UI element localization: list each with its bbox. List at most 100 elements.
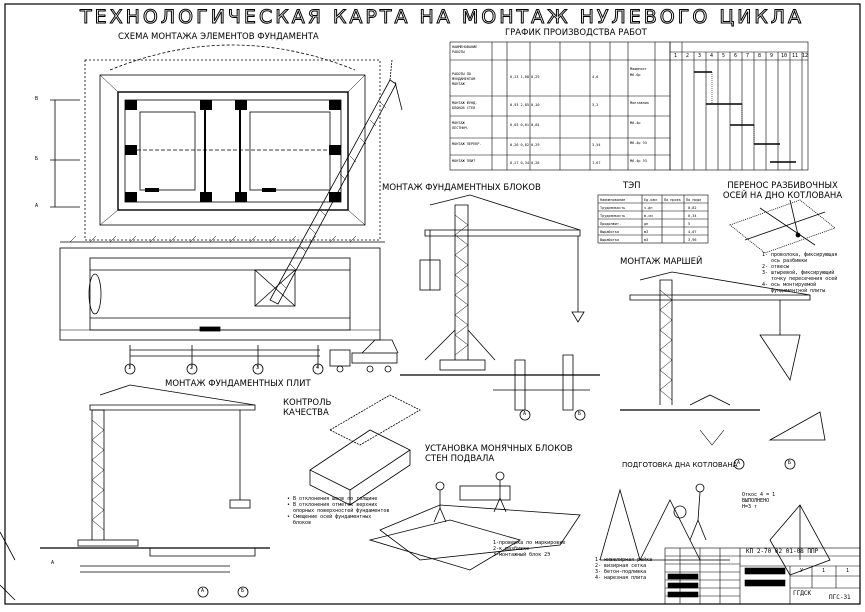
sheet-title: ТЕХНОЛОГИЧЕСКАЯ КАРТА НА МОНТАЖ НУЛЕВОГО… xyxy=(79,6,805,28)
svg-text:0,93 2,85 0,10: 0,93 2,85 0,10 xyxy=(510,103,540,107)
legend-notes: 1- нивелирная рейка 2- визирная сетка 3-… xyxy=(595,557,653,581)
svg-text:0,27 0,34 0,26: 0,27 0,34 0,26 xyxy=(510,161,540,165)
wall-blocks-scene xyxy=(368,471,581,571)
axis-label-row: Б xyxy=(35,156,39,162)
callout-label: Б xyxy=(241,588,245,594)
svg-text:ч.дн: ч.дн xyxy=(644,206,652,210)
axis-label-row: А xyxy=(35,203,39,209)
svg-text:1,67: 1,67 xyxy=(592,161,600,165)
schedule-month: 1 xyxy=(674,53,678,59)
svg-text:Выработка: Выработка xyxy=(600,229,619,234)
schedule-month: 8 xyxy=(758,53,762,59)
svg-text:Продолжит.: Продолжит. xyxy=(600,222,621,226)
stamp-sheet: ПГС-31 xyxy=(829,594,851,601)
svg-text:0,23 1,08 0,29: 0,23 1,08 0,29 xyxy=(510,75,540,79)
svg-text:0,03 0,01 0,04: 0,03 0,01 0,04 xyxy=(510,123,540,127)
svg-text:ЛЕСТНИЧ.: ЛЕСТНИЧ. xyxy=(452,126,469,130)
schedule-month: 2 xyxy=(686,53,690,59)
corner-mark xyxy=(0,584,16,601)
schedule-month: 7 xyxy=(746,53,750,59)
stamp-code: КП 2-70 02 01-08 ППР xyxy=(746,548,819,555)
tower-crane-blocks xyxy=(400,194,600,421)
quality-notes: • В отклонения швов по толщине • В откло… xyxy=(287,496,390,526)
schedule-month: 9 xyxy=(770,53,774,59)
schedule-month: 10 xyxy=(781,53,788,59)
svg-text:Монтажник: Монтажник xyxy=(630,101,650,105)
svg-text:Ед.изм: Ед.изм xyxy=(644,198,658,202)
section-title-blocks: МОНТАЖ ФУНДАМЕНТНЫХ БЛОКОВ xyxy=(382,183,541,193)
svg-text:3,96: 3,96 xyxy=(688,238,696,242)
svg-text:МОНТАЖ: МОНТАЖ xyxy=(452,121,466,125)
section-title-plates: МОНТАЖ ФУНДАМЕНТНЫХ ПЛИТ xyxy=(165,379,311,389)
callout-label: А xyxy=(51,560,55,566)
stamp-cell: У xyxy=(800,568,804,574)
callout-label: Б xyxy=(788,460,792,466)
svg-text:0,82: 0,82 xyxy=(688,206,696,210)
section-title-tep: ТЭП xyxy=(623,181,641,191)
schedule-month: 12 xyxy=(802,53,809,59)
section-title-transfer: ПЕРЕНОС РАЗБИВОЧНЫХ ОСЕЙ НА ДНО КОТЛОВАН… xyxy=(722,181,843,201)
section-title-marches: МОНТАЖ МАРШЕЙ xyxy=(620,257,703,267)
axis-label-col: 3 xyxy=(256,365,260,371)
section-title-bottom: ПОДГОТОВКА ДНА КОТЛОВАНА xyxy=(622,461,738,469)
callout-label: А xyxy=(201,588,205,594)
schedule-month: 6 xyxy=(734,53,738,59)
slope-note: Откос 4 = 1 ВЫПОЛНЕНО Н=3 т xyxy=(742,492,776,510)
axis-label-col: 1 xyxy=(128,365,132,371)
stamp-org: ГГДСК xyxy=(793,590,812,597)
svg-text:МОНТАЖ ПЕРЕКР.: МОНТАЖ ПЕРЕКР. xyxy=(452,142,482,146)
axis-transfer-sketch xyxy=(729,199,836,254)
section-title-walls: УСТАНОВКА МОНЯЧНЫХ БЛОКОВ СТЕН ПОДВАЛА xyxy=(425,444,573,464)
stamp-cell: 1 xyxy=(822,568,826,574)
svg-text:РАБОТЫ: РАБОТЫ xyxy=(452,50,465,54)
title-block xyxy=(664,547,861,605)
axis-label-col: 4 xyxy=(316,365,320,371)
svg-text:0,34: 0,34 xyxy=(688,214,696,218)
pit-section xyxy=(59,247,381,375)
svg-text:Машинист: Машинист xyxy=(630,67,647,71)
svg-text:м.см: м.см xyxy=(644,214,653,218)
svg-text:м3: м3 xyxy=(644,230,648,234)
svg-text:МОНТАЖ ПЛИТ: МОНТАЖ ПЛИТ xyxy=(452,159,476,163)
stamp-cell: 1 xyxy=(846,568,850,574)
svg-text:3,2: 3,2 xyxy=(592,103,598,107)
schedule-month: 3 xyxy=(698,53,702,59)
sheet-frame xyxy=(4,3,861,605)
svg-text:По проек: По проек xyxy=(664,198,682,202)
svg-text:4,07: 4,07 xyxy=(688,230,696,234)
svg-text:МОНТАЖ ФУНД.: МОНТАЖ ФУНД. xyxy=(452,101,477,105)
scheme-boom-crane xyxy=(254,59,403,307)
tep-table: Наименование Ед.изм По проек По норм Трудое… xyxy=(597,194,709,244)
callout-label: А xyxy=(523,411,527,417)
svg-text:дн: дн xyxy=(644,222,648,226)
section-title-quality: КОНТРОЛЬ КАЧЕСТВА xyxy=(283,398,332,418)
delivery-truck xyxy=(329,339,399,373)
section-title-schedule: ГРАФИК ПРОИЗВОДСТВА РАБОТ xyxy=(505,28,647,38)
tower-crane-marches xyxy=(620,271,826,470)
axis-label-row: В xyxy=(35,96,39,102)
svg-text:3,54: 3,54 xyxy=(592,143,600,147)
schedule-month: 4 xyxy=(710,53,714,59)
svg-text:м3: м3 xyxy=(644,238,648,242)
axis-label-col: 2 xyxy=(190,365,194,371)
schedule-month: 5 xyxy=(722,53,726,59)
svg-text:М6-4р Э3: М6-4р Э3 xyxy=(630,141,647,145)
callout-label: Б xyxy=(578,411,582,417)
svg-text:МОНТАЖ: МОНТАЖ xyxy=(452,82,466,86)
corner-mark xyxy=(0,531,16,561)
svg-text:М6-4р Э3: М6-4р Э3 xyxy=(630,159,647,163)
svg-text:По норм: По норм xyxy=(686,198,702,202)
svg-text:0,26 0,02 0,29: 0,26 0,02 0,29 xyxy=(510,143,540,147)
svg-text:Трудоемкость: Трудоемкость xyxy=(600,206,625,210)
svg-text:Выработка: Выработка xyxy=(600,237,619,242)
schedule-month: 11 xyxy=(792,53,799,59)
svg-text:БЛОКОВ СТЕН: БЛОКОВ СТЕН xyxy=(452,106,475,110)
svg-text:РАБОТЫ ПО: РАБОТЫ ПО xyxy=(452,72,471,76)
svg-text:Наименование: Наименование xyxy=(600,198,625,202)
svg-text:М6-4р: М6-4р xyxy=(630,121,641,125)
tower-crane-plates xyxy=(40,384,270,598)
svg-text:Трудоемкость: Трудоемкость xyxy=(600,214,625,218)
